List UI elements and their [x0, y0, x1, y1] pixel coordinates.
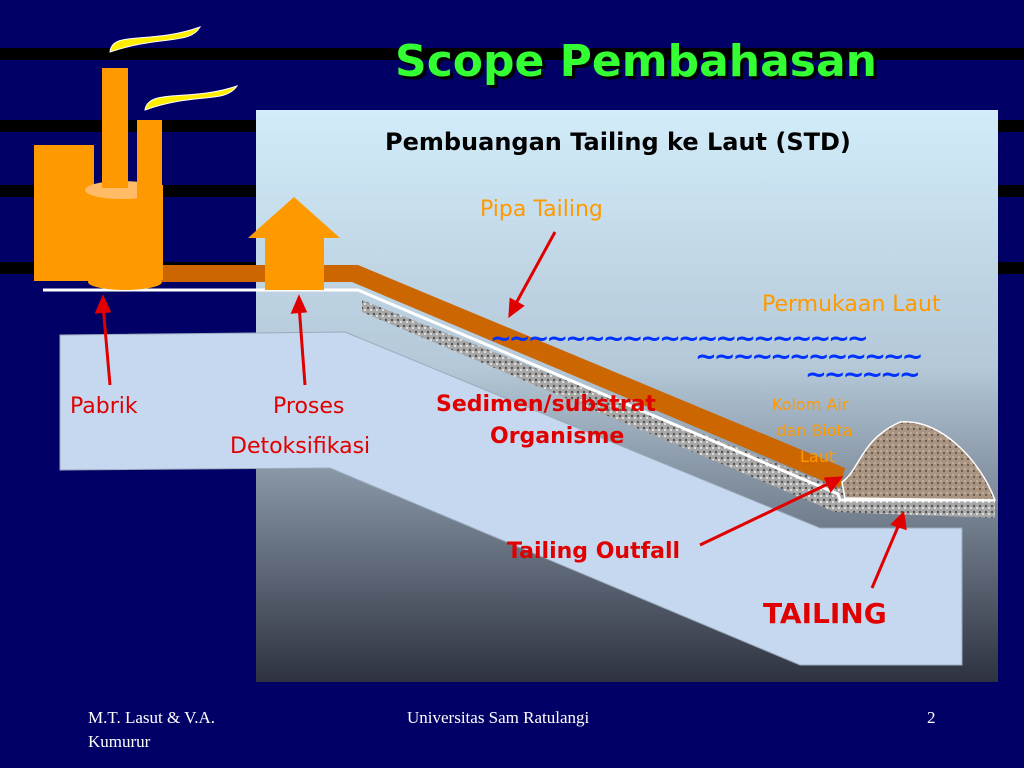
- label-organisme: Organisme: [490, 424, 625, 449]
- tailing-mound: [841, 421, 997, 501]
- label-pipa-tailing: Pipa Tailing: [480, 197, 603, 222]
- label-proses: Proses: [273, 394, 345, 419]
- label-kolom-air: Kolom Air: [772, 395, 849, 414]
- footer-institution: Universitas Sam Ratulangi: [407, 708, 590, 727]
- label-pabrik: Pabrik: [70, 394, 138, 419]
- seabed-slab: [59, 331, 963, 666]
- arrows: [94, 231, 907, 589]
- page-number: 2: [927, 708, 936, 727]
- label-permukaan-laut: Permukaan Laut: [762, 292, 941, 317]
- label-tailing: TAILING: [763, 597, 887, 630]
- label-sedimen: Sedimen/substrat: [436, 392, 656, 417]
- smoke-icon: [109, 26, 239, 111]
- label-tailing-outfall: Tailing Outfall: [507, 539, 681, 564]
- label-detoksifikasi: Detoksifikasi: [230, 434, 371, 459]
- shore-line: [43, 288, 995, 502]
- wave-line: ~~~~~~: [805, 360, 921, 390]
- footer-authors: M.T. Lasut & V.A.: [88, 708, 216, 727]
- wave-line: ~~~~~~~~~~~~: [695, 342, 923, 372]
- factory-icon: [34, 68, 163, 290]
- detoxification-house-icon: [248, 197, 340, 290]
- slide-title: Scope Pembahasan: [395, 36, 878, 87]
- label-laut: Laut: [800, 447, 836, 466]
- wave-line: ~~~~~~~~~~~~~~~~~~~~: [490, 324, 869, 354]
- footer-authors-cont: Kumurur: [88, 732, 151, 751]
- slide-subtitle: Pembuangan Tailing ke Laut (STD): [385, 128, 851, 156]
- label-dan-biota: dan Biota: [776, 421, 853, 440]
